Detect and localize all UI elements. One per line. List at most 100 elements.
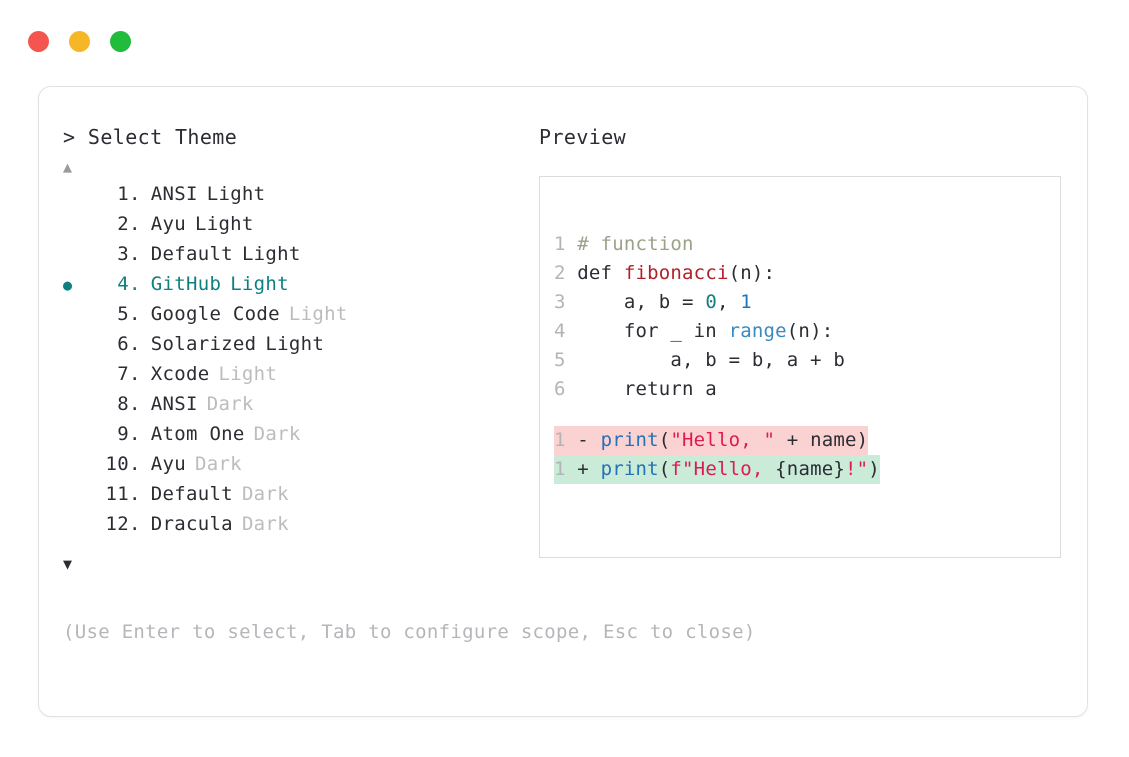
- code-token: return a: [577, 378, 717, 400]
- theme-item-index: 12: [105, 513, 129, 535]
- preview-header: Preview: [539, 125, 627, 149]
- theme-item-index-separator: .: [129, 183, 141, 205]
- code-token: a, b =: [577, 291, 706, 313]
- code-line-number: 5: [554, 349, 578, 371]
- theme-list-item[interactable]: 2. Ayu Light: [63, 213, 533, 243]
- code-token: fibonacci: [623, 262, 729, 284]
- theme-item-variant: Dark: [206, 393, 254, 415]
- theme-item-index: 3: [117, 243, 129, 265]
- theme-item-name: Google Code: [150, 303, 280, 325]
- theme-item-name: Default: [150, 483, 233, 505]
- code-token: {name}: [775, 458, 846, 480]
- window-controls: [28, 31, 131, 52]
- close-dot[interactable]: [28, 31, 49, 52]
- theme-item-variant: Light: [194, 213, 254, 235]
- diff-plus-marker: +: [577, 458, 601, 480]
- code-line-number: 3: [554, 291, 578, 313]
- code-token: f"Hello,: [670, 458, 776, 480]
- code-line: 2 def fibonacci(n):: [554, 259, 1060, 288]
- minimize-dot[interactable]: [69, 31, 90, 52]
- theme-item-name: ANSI: [150, 393, 198, 415]
- theme-item-index-separator: .: [129, 423, 141, 445]
- theme-item-name: Atom One: [150, 423, 245, 445]
- code-diff-block: 1 - print("Hello, " + name)1 + print(f"H…: [554, 426, 1060, 484]
- code-line: 4 for _ in range(n):: [554, 317, 1060, 346]
- theme-item-variant: Dark: [241, 483, 289, 505]
- theme-item-index-separator: .: [129, 303, 141, 325]
- code-line-number: 1: [554, 458, 578, 480]
- code-token: a, b = b, a + b: [577, 349, 845, 371]
- code-line: 6 return a: [554, 375, 1060, 404]
- theme-item-index: 7: [117, 363, 129, 385]
- theme-item-index: 9: [117, 423, 129, 445]
- theme-item-variant: Dark: [253, 423, 301, 445]
- code-line: 3 a, b = 0, 1: [554, 288, 1060, 317]
- scroll-up-arrow-icon[interactable]: ▲: [63, 158, 73, 176]
- diff-line-added: 1 + print(f"Hello, {name}!"): [554, 455, 1060, 484]
- maximize-dot[interactable]: [110, 31, 131, 52]
- theme-item-index: 1: [117, 183, 129, 205]
- theme-item-variant: Light: [218, 363, 278, 385]
- theme-item-variant: Dark: [194, 453, 242, 475]
- code-token: ): [868, 458, 880, 480]
- code-token: "Hello, ": [670, 429, 776, 451]
- code-line: 5 a, b = b, a + b: [554, 346, 1060, 375]
- theme-item-name: ANSI: [150, 183, 198, 205]
- theme-item-variant: Light: [265, 333, 325, 355]
- code-token: !": [845, 458, 869, 480]
- code-token: + name): [775, 429, 869, 451]
- code-line: 1 # function: [554, 230, 1060, 259]
- theme-item-name: Ayu: [150, 213, 186, 235]
- theme-item-variant: Light: [230, 273, 289, 295]
- theme-item-name: Xcode: [150, 363, 210, 385]
- theme-item-name: Dracula: [150, 513, 233, 535]
- select-theme-header: > Select Theme: [63, 125, 238, 149]
- theme-item-index-separator: .: [129, 273, 141, 295]
- code-token: for _ in: [577, 320, 729, 342]
- code-token: (n):: [786, 320, 834, 342]
- code-token: 1: [740, 291, 752, 313]
- code-line-number: 1: [554, 429, 578, 451]
- theme-item-index: 6: [117, 333, 129, 355]
- theme-list-item[interactable]: 9. Atom One Dark: [63, 423, 533, 453]
- theme-item-index-separator: .: [129, 393, 141, 415]
- theme-list-item[interactable]: ● 4. GitHub Light: [63, 273, 533, 303]
- theme-item-index-separator: .: [129, 363, 141, 385]
- scroll-down-arrow-icon[interactable]: ▼: [63, 555, 73, 573]
- theme-item-name: GitHub: [150, 273, 222, 295]
- theme-item-name: Ayu: [150, 453, 186, 475]
- code-line-number: 1: [554, 233, 578, 255]
- code-line-number: 4: [554, 320, 578, 342]
- code-token: # function: [577, 233, 694, 255]
- theme-item-index-separator: .: [129, 213, 141, 235]
- theme-item-index: 4: [117, 273, 129, 295]
- theme-item-index-separator: .: [129, 513, 141, 535]
- theme-item-index: 10: [105, 453, 129, 475]
- selected-bullet-icon: ●: [63, 276, 73, 294]
- theme-item-index: 2: [117, 213, 129, 235]
- theme-item-variant: Light: [241, 243, 301, 265]
- theme-item-index-separator: .: [129, 243, 141, 265]
- code-token: print: [600, 429, 659, 451]
- theme-list-item[interactable]: 10. Ayu Dark: [63, 453, 533, 483]
- diff-minus-marker: -: [577, 429, 601, 451]
- theme-list-item[interactable]: 7. Xcode Light: [63, 363, 533, 393]
- code-token: (n):: [728, 262, 776, 284]
- code-token: ,: [716, 291, 741, 313]
- code-token: range: [728, 320, 787, 342]
- keyboard-hint: (Use Enter to select, Tab to configure s…: [63, 621, 756, 643]
- theme-item-index: 5: [117, 303, 129, 325]
- theme-item-index-separator: .: [129, 453, 141, 475]
